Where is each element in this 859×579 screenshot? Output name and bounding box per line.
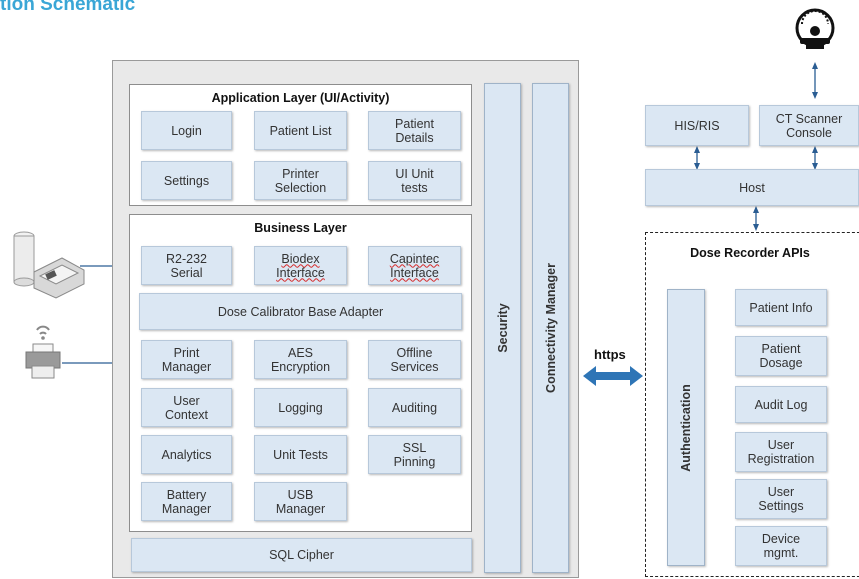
usb-manager-box: USB Manager — [254, 482, 347, 521]
battery-manager-box: Battery Manager — [141, 482, 232, 521]
print-manager-box: Print Manager — [141, 340, 232, 379]
security-label: Security — [495, 303, 510, 353]
connectivity-manager-bar: Connectivity Manager — [532, 83, 569, 573]
offline-services-box: Offline Services — [368, 340, 461, 379]
https-label: https — [594, 347, 626, 362]
biodex-interface-box: Biodex Interface — [254, 246, 347, 285]
dose-calibrator-base-adapter-box: Dose Calibrator Base Adapter — [139, 293, 462, 330]
aes-encryption-box: AES Encryption — [254, 340, 347, 379]
security-bar: Security — [484, 83, 521, 573]
capintec-interface-box: Capintec Interface — [368, 246, 461, 285]
dose-recorder-apis-title: Dose Recorder APIs — [690, 246, 810, 260]
his-ris-box: HIS/RIS — [645, 105, 749, 146]
login-box: Login — [141, 111, 232, 150]
authentication-bar: Authentication — [667, 289, 705, 566]
dose-calibrator-device-icon — [13, 231, 85, 299]
user-context-box: User Context — [141, 388, 232, 427]
connectivity-manager-label: Connectivity Manager — [543, 263, 558, 393]
ct-scanner-console-box: CT Scanner Console — [759, 105, 859, 146]
host-box: Host — [645, 169, 859, 206]
business-layer-title: Business Layer — [254, 221, 347, 235]
auditing-box: Auditing — [368, 388, 461, 427]
ui-unit-tests-box: UI Unit tests — [368, 161, 461, 200]
unit-tests-box: Unit Tests — [254, 435, 347, 474]
patient-info-box: Patient Info — [735, 289, 827, 326]
analytics-box: Analytics — [141, 435, 232, 474]
sql-cipher-box: SQL Cipher — [131, 538, 472, 572]
page-title: tion Schematic — [0, 0, 136, 15]
device-mgmt-box: Device mgmt. — [735, 526, 827, 566]
application-layer-title: Application Layer (UI/Activity) — [211, 91, 390, 105]
user-settings-box: User Settings — [735, 479, 827, 519]
authentication-label: Authentication — [679, 383, 693, 472]
settings-box: Settings — [141, 161, 232, 200]
patient-dosage-box: Patient Dosage — [735, 336, 827, 376]
patient-list-box: Patient List — [254, 111, 347, 150]
printer-icon — [25, 325, 61, 379]
user-registration-box: User Registration — [735, 432, 827, 472]
ssl-pinning-box: SSL Pinning — [368, 435, 461, 474]
patient-details-box: Patient Details — [368, 111, 461, 150]
serial-box: R2-232 Serial — [141, 246, 232, 285]
logging-box: Logging — [254, 388, 347, 427]
printer-selection-box: Printer Selection — [254, 161, 347, 200]
audit-log-box: Audit Log — [735, 386, 827, 423]
